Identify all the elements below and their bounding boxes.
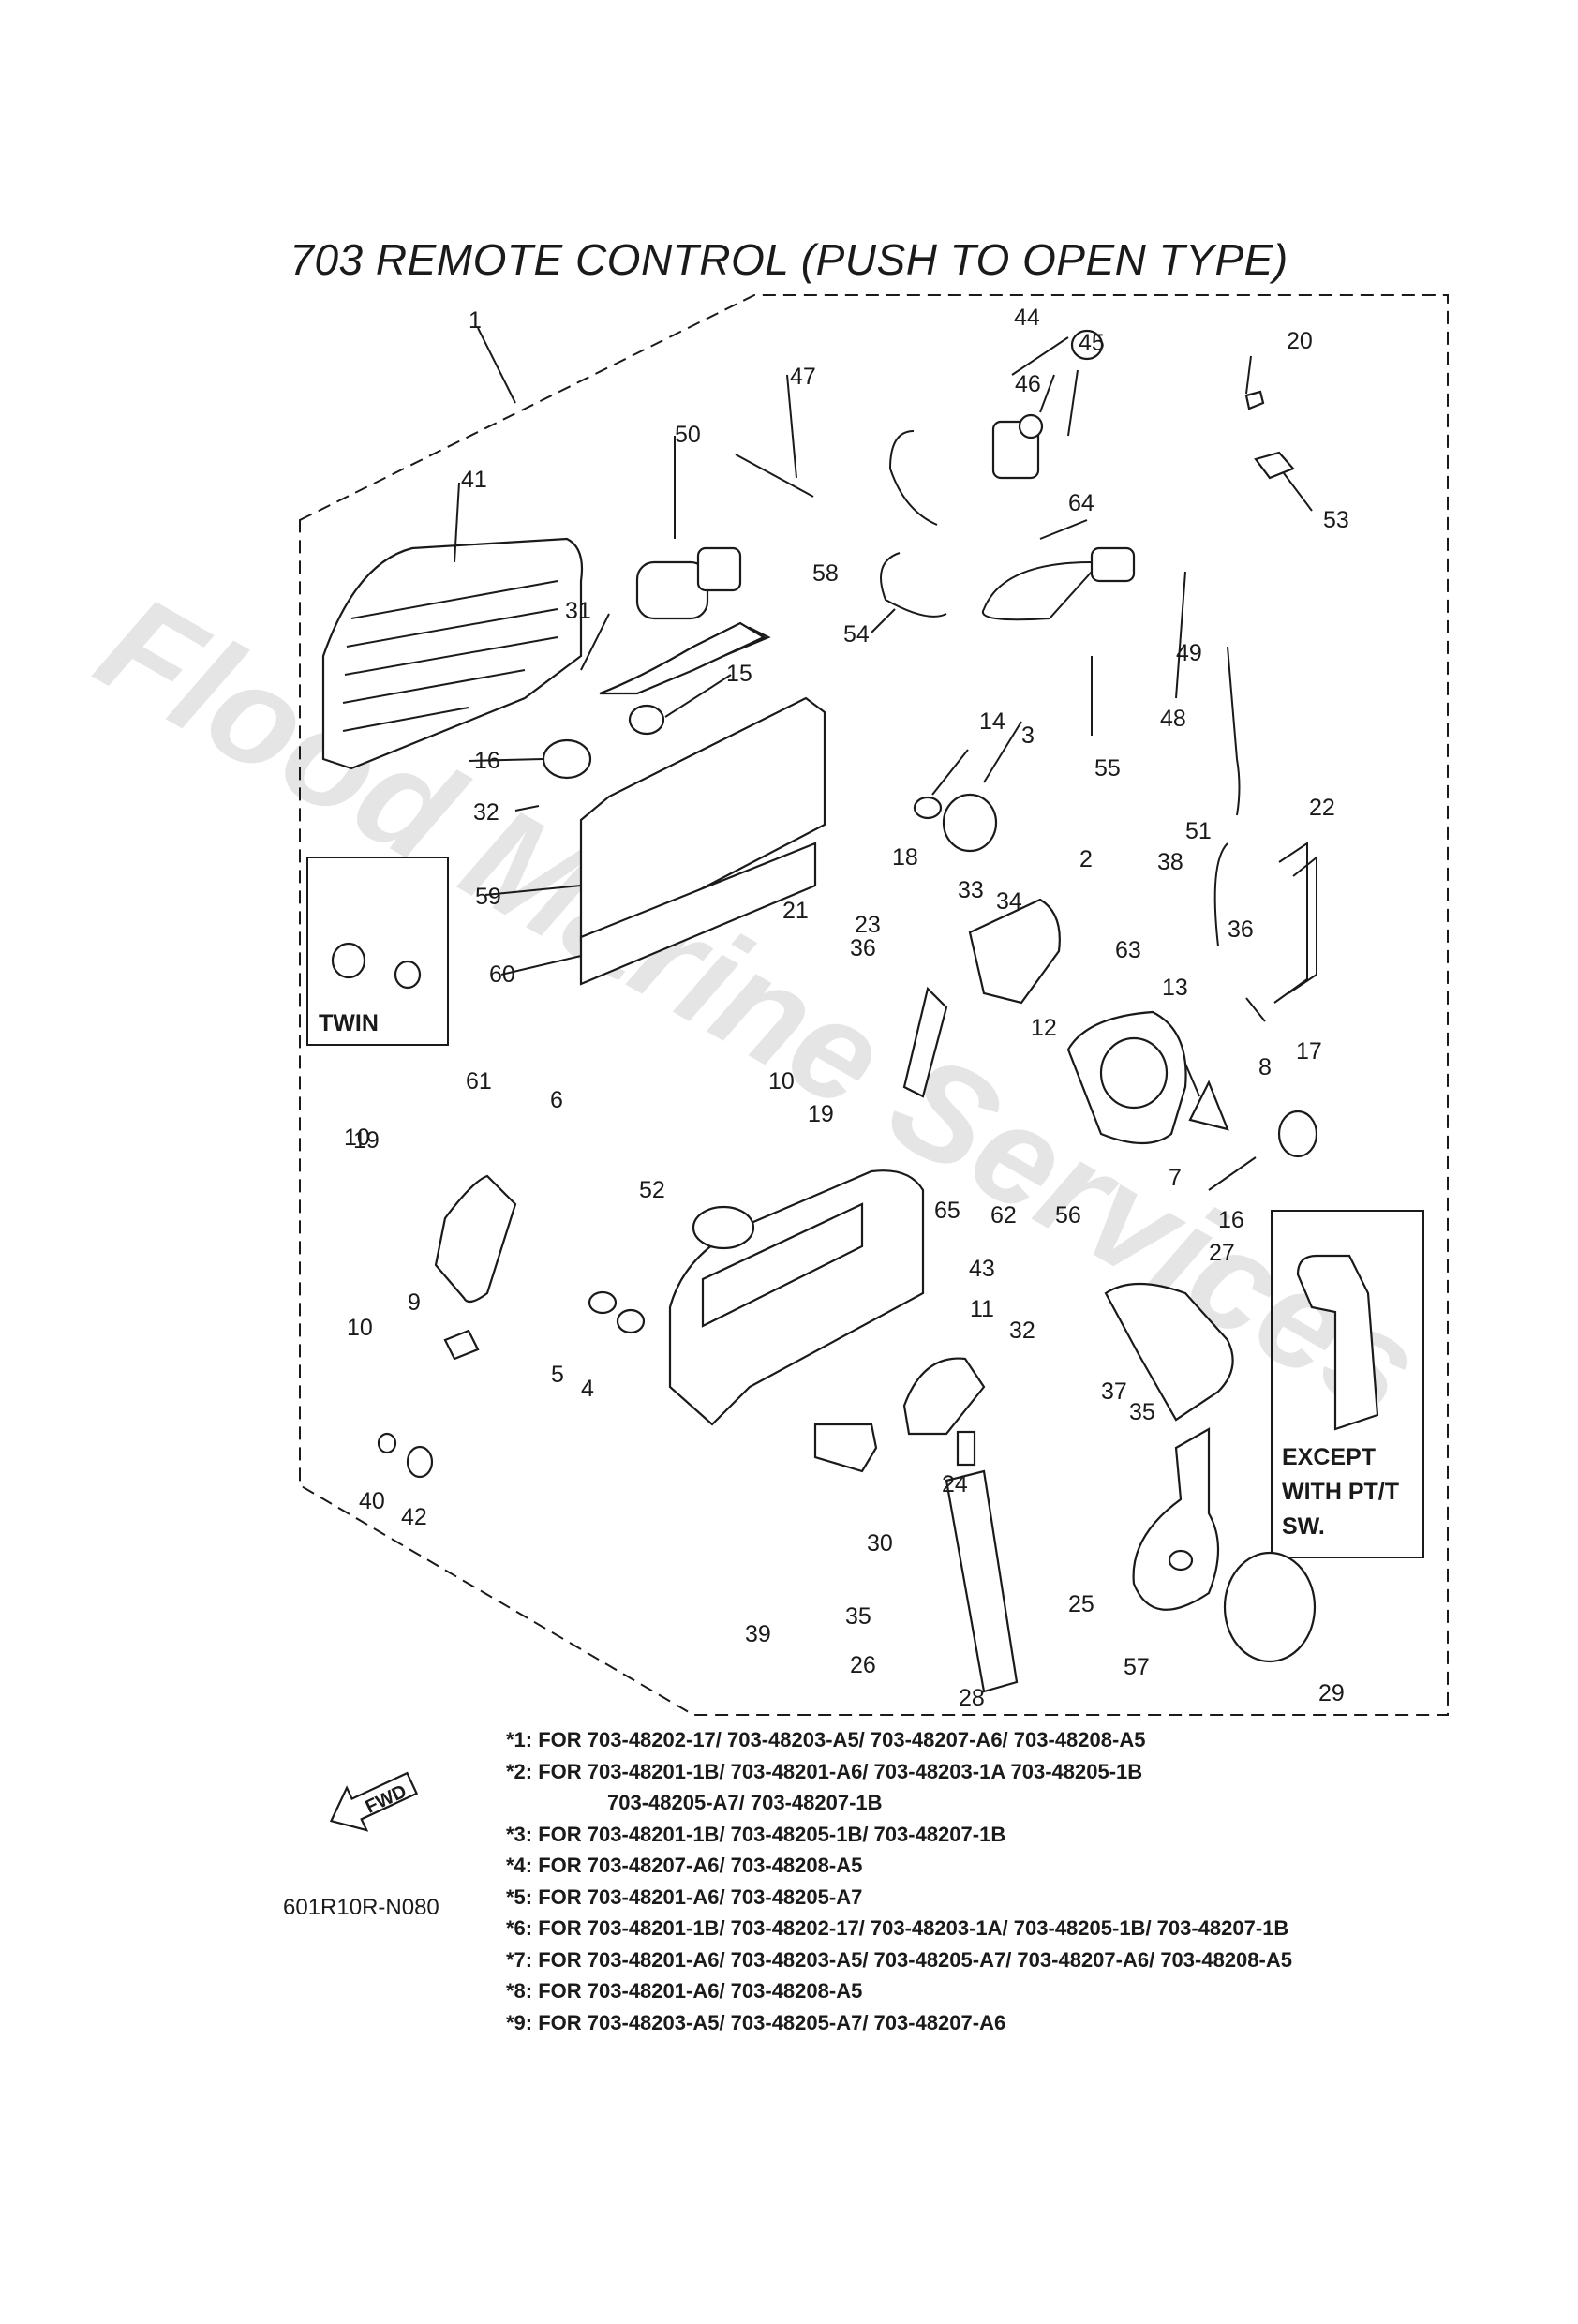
part-label-38: 38 (1157, 849, 1184, 875)
part-label-30: 30 (867, 1530, 893, 1557)
note-9: *9: FOR 703-48203-A5/ 703-48205-A7/ 703-… (506, 2010, 1006, 2034)
note-8: *8: FOR 703-48201-A6/ 703-48208-A5 (506, 1979, 863, 2003)
part-label-6: 6 (550, 1087, 563, 1113)
part-label-55: 55 (1094, 755, 1121, 782)
except-inset: EXCEPT WITH PT/T SW. (1271, 1210, 1424, 1558)
part-label-53: 53 (1323, 507, 1349, 533)
assembly-boundary (299, 294, 1449, 1716)
part-label-14: 14 (979, 708, 1005, 735)
part-label-23: 23 (855, 912, 881, 938)
part-label-37: 37 (1101, 1378, 1127, 1405)
part-label-41: 41 (461, 467, 487, 493)
twin-inset: TWIN (306, 857, 449, 1046)
part-label-1: 1 (469, 307, 482, 334)
except-label-line-1: EXCEPT (1282, 1444, 1376, 1470)
note-2-continued: 703-48205-A7/ 703-48207-1B (607, 1791, 883, 1814)
part-label-18: 18 (892, 844, 918, 871)
part-label-43: 43 (969, 1256, 995, 1282)
part-label-44: 44 (1014, 305, 1040, 331)
part-label-19: 19 (808, 1101, 834, 1127)
part-label-40: 40 (359, 1488, 385, 1514)
part-label-35: 35 (845, 1603, 871, 1630)
part-label-15: 15 (726, 661, 752, 687)
part-label-17: 17 (1296, 1038, 1322, 1065)
part-label-29: 29 (1318, 1680, 1345, 1706)
part-label-45: 45 (1079, 330, 1105, 356)
part-label-21: 21 (782, 898, 809, 924)
part-label-28: 28 (959, 1685, 985, 1711)
part-label-5: 5 (551, 1362, 564, 1388)
part-label-24: 24 (942, 1471, 968, 1497)
note-1: *1: FOR 703-48202-17/ 703-48203-A5/ 703-… (506, 1728, 1146, 1751)
part-label-26: 26 (850, 1652, 876, 1678)
part-label-10: 10 (344, 1125, 370, 1151)
fwd-arrow: FWD (329, 1771, 419, 1832)
part-label-2: 2 (1079, 846, 1093, 872)
part-label-63: 63 (1115, 937, 1141, 963)
part-label-9: 9 (408, 1289, 421, 1316)
part-label-33: 33 (958, 877, 984, 903)
part-label-16: 16 (1218, 1207, 1244, 1233)
part-label-16: 16 (474, 748, 500, 774)
part-label-64: 64 (1068, 490, 1094, 516)
part-label-65: 65 (934, 1198, 960, 1224)
leader-lines (454, 327, 1313, 1191)
part-label-56: 56 (1055, 1202, 1081, 1229)
part-label-7: 7 (1169, 1165, 1182, 1191)
note-5: *5: FOR 703-48201-A6/ 703-48205-A7 (506, 1885, 863, 1909)
part-label-39: 39 (745, 1621, 771, 1647)
part-label-20: 20 (1287, 328, 1313, 354)
except-label-line-2: WITH PT/T (1282, 1479, 1399, 1505)
except-label-line-3: SW. (1282, 1513, 1325, 1540)
part-label-36: 36 (850, 935, 876, 961)
part-label-61: 61 (466, 1068, 492, 1095)
part-label-35: 35 (1129, 1399, 1155, 1425)
part-label-54: 54 (843, 621, 870, 648)
cover-plate (321, 537, 584, 770)
note-6: *6: FOR 703-48201-1B/ 703-48202-17/ 703-… (506, 1916, 1289, 1940)
part-label-8: 8 (1258, 1054, 1272, 1080)
part-label-34: 34 (996, 888, 1022, 915)
part-label-51: 51 (1185, 818, 1212, 844)
part-label-47: 47 (790, 364, 816, 390)
part-label-46: 46 (1015, 371, 1041, 397)
part-label-12: 12 (1031, 1015, 1057, 1041)
part-label-10: 10 (768, 1068, 795, 1095)
part-label-10: 10 (347, 1315, 373, 1341)
note-4: *4: FOR 703-48207-A6/ 703-48208-A5 (506, 1854, 863, 1877)
part-label-49: 49 (1176, 640, 1202, 666)
part-label-42: 42 (401, 1504, 427, 1530)
part-label-62: 62 (990, 1202, 1017, 1229)
part-label-60: 60 (489, 961, 515, 988)
part-label-22: 22 (1309, 795, 1335, 821)
part-label-11: 11 (970, 1296, 994, 1322)
part-label-52: 52 (639, 1177, 665, 1203)
part-label-3: 3 (1021, 723, 1035, 749)
part-label-57: 57 (1124, 1654, 1150, 1680)
part-label-50: 50 (675, 422, 701, 448)
part-label-36: 36 (1228, 916, 1254, 943)
part-labels: 1234567891010101112131415161617181919202… (344, 305, 1349, 1711)
twin-label: TWIN (319, 1010, 379, 1036)
figure-code: 601R10R-N080 (283, 1895, 439, 1920)
note-2: *2: FOR 703-48201-1B/ 703-48201-A6/ 703-… (506, 1759, 1143, 1783)
diagram-title: 703 REMOTE CONTROL (PUSH TO OPEN TYPE) (290, 235, 1288, 284)
part-label-59: 59 (475, 884, 501, 910)
part-label-32: 32 (473, 799, 499, 826)
note-7: *7: FOR 703-48201-A6/ 703-48203-A5/ 703-… (506, 1947, 1292, 1972)
part-label-27: 27 (1209, 1240, 1235, 1266)
part-label-31: 31 (565, 598, 591, 624)
part-label-48: 48 (1160, 706, 1186, 732)
part-label-19: 19 (353, 1127, 380, 1154)
applicability-notes: *1: FOR 703-48202-17/ 703-48203-A5/ 703-… (506, 1724, 1292, 2038)
part-label-32: 32 (1009, 1318, 1035, 1344)
part-label-25: 25 (1068, 1591, 1094, 1617)
part-label-4: 4 (581, 1376, 594, 1402)
part-shapes (321, 329, 1318, 1693)
part-label-58: 58 (812, 560, 839, 587)
part-label-13: 13 (1162, 975, 1188, 1001)
note-3: *3: FOR 703-48201-1B/ 703-48205-1B/ 703-… (506, 1822, 1006, 1846)
